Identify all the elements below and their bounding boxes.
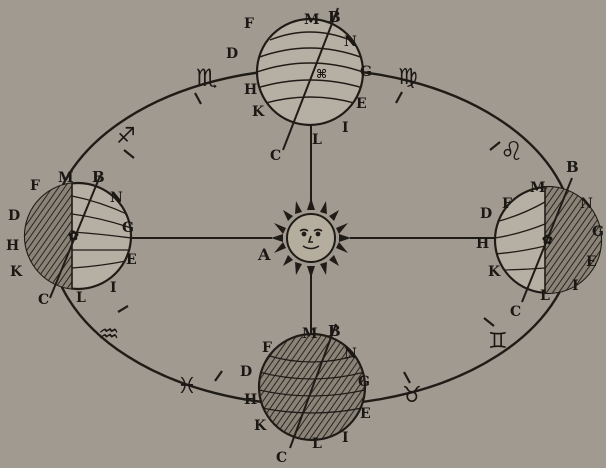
top-globe-label-M: M (304, 12, 320, 28)
top-globe-center-mark: ⌘ (316, 67, 327, 81)
zodiac-sagittarius-symbol: ♐ (116, 124, 136, 149)
left-globe-label-G: G (122, 220, 134, 236)
left-globe-label-I: I (110, 280, 117, 296)
left-globe-label-K: K (10, 264, 23, 280)
bottom-globe-label-M: M (302, 326, 318, 342)
sun-label: A (257, 245, 271, 264)
zodiac-virgo-symbol: ♍ (398, 65, 418, 90)
bottom-globe-label-L: L (312, 436, 322, 452)
top-globe-label-K: K (252, 104, 265, 120)
right-globe-label-G: G (592, 224, 604, 240)
right-globe-label-C: C (510, 304, 521, 320)
top-globe-label-L: L (312, 132, 322, 148)
bottom-globe-label-K: K (254, 418, 267, 434)
top-globe-label-C: C (270, 148, 281, 164)
right-globe-label-B: B (566, 158, 579, 176)
right-globe-label-D: D (480, 206, 492, 222)
bottom-globe-label-I: I (342, 430, 349, 446)
top-globe-label-H: H (244, 82, 257, 98)
right-globe-label-N: N (580, 196, 593, 212)
right-globe-label-I: I (572, 278, 579, 294)
top-globe-label-N: N (344, 34, 357, 50)
right-globe-label-K: K (488, 264, 501, 280)
bottom-globe-label-G: G (358, 374, 370, 390)
zodiac-pisces-symbol: ♓ (177, 374, 197, 399)
left-globe-label-H: H (6, 238, 19, 254)
bottom-globe-label-H: H (244, 392, 257, 408)
right-globe-label-L: L (540, 288, 550, 304)
bottom-globe-label-C: C (276, 450, 287, 466)
zodiac-aquarius-symbol: ♒ (98, 320, 120, 348)
bottom-globe-label-F: F (262, 340, 272, 356)
left-globe-label-F: F (30, 178, 40, 194)
left-globe-label-C: C (38, 292, 49, 308)
sun (271, 198, 351, 278)
zodiac-taurus-symbol: ♉ (402, 383, 422, 408)
top-globe-label-F: F (244, 16, 254, 32)
top-globe-label-G: G (360, 64, 372, 80)
right-globe-label-H: H (476, 236, 489, 252)
right-globe-center-mark: ✿ (542, 233, 553, 248)
top-globe-label-B: B (328, 8, 341, 26)
right-globe-label-M: M (530, 180, 546, 196)
left-globe-label-N: N (110, 190, 123, 206)
bottom-globe-label-E: E (360, 406, 371, 422)
top-globe-label-E: E (356, 96, 367, 112)
bottom-globe-label-D: D (240, 364, 252, 380)
bottom-globe-label-B: B (328, 322, 341, 340)
zodiac-scorpio-symbol: ♏ (196, 64, 218, 92)
bottom-globe-label-N: N (344, 346, 357, 362)
left-globe-center-mark: ✿ (68, 229, 79, 244)
right-globe-label-F: F (502, 196, 512, 212)
left-globe-label-E: E (126, 252, 137, 268)
zodiac-gemini-symbol: ♊ (488, 329, 508, 354)
left-globe-label-L: L (76, 290, 86, 306)
zodiac-leo-symbol: ♌ (500, 137, 523, 167)
left-globe-label-M: M (58, 170, 74, 186)
top-globe-label-I: I (342, 120, 349, 136)
left-globe-label-B: B (92, 168, 105, 186)
top-globe-label-D: D (226, 46, 238, 62)
right-globe-label-E: E (586, 254, 597, 270)
left-globe-label-D: D (8, 208, 20, 224)
